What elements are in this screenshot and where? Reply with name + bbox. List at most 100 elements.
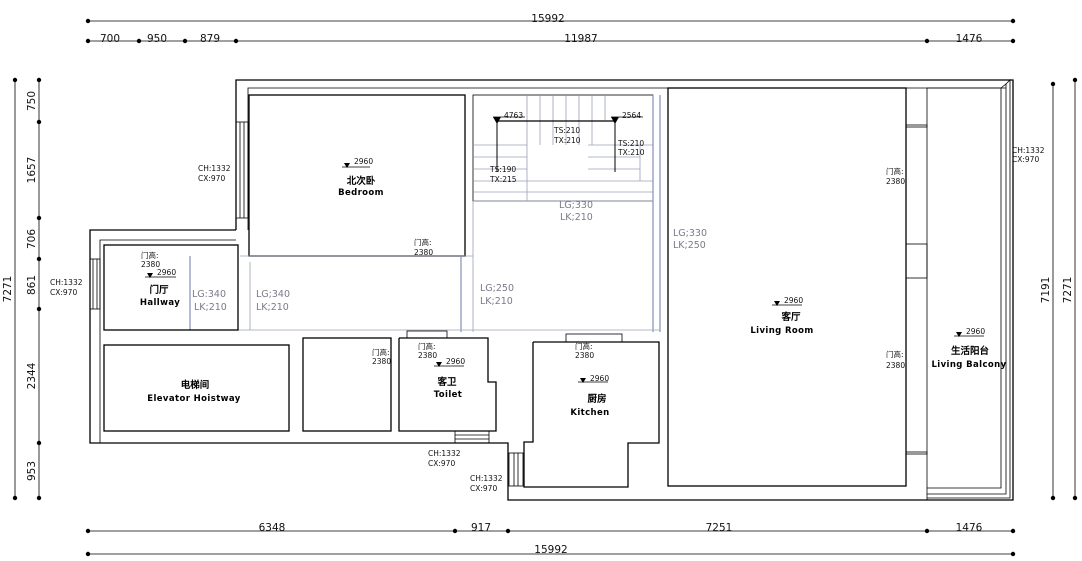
small-room-door-height: 2380	[372, 357, 391, 366]
right-inner-dim: 7191	[1040, 277, 1052, 304]
left-dim-6: 953	[26, 461, 38, 481]
balcony-room: CH:1332 CX:970 2960 生活阳台 Living Balcony	[927, 79, 1045, 499]
bottom-dim-4: 1476	[956, 522, 983, 534]
bottom-total-dim: 15992	[534, 544, 567, 556]
right-dimensions: 7191 7271	[1040, 77, 1078, 501]
elevator-label-en: Elevator Hoistway	[147, 394, 241, 404]
hallway-room: CH:1332 CX:970 门高: 2380 2960 门厅 Hallway	[50, 244, 239, 331]
hallway-door-label: 门高:	[141, 250, 159, 260]
beam-corridor-lg: LG;250	[480, 283, 514, 294]
bedroom-elevation: 2960	[354, 157, 373, 166]
bedroom-door-label: 门高:	[414, 237, 432, 247]
beam-corridor-lk: LK;210	[480, 296, 513, 307]
outer-walls	[89, 79, 1014, 501]
left-total-dim: 7271	[2, 276, 14, 303]
kitchen-window	[508, 452, 524, 487]
staircase: 4763 2564 TS:210 TX:210 TS:210 TX:210 TS…	[472, 94, 654, 202]
stair-tx-3: TX:215	[489, 175, 517, 184]
elevator-label-cn: 电梯间	[181, 379, 210, 391]
toilet-door-height: 2380	[418, 351, 437, 360]
bedroom-label-cn: 北次卧	[347, 175, 376, 187]
toilet-label-cn: 客卫	[436, 376, 457, 388]
stair-tx-1: TX:210	[553, 136, 581, 145]
beam-hall-mid-lk: LK;210	[256, 302, 289, 313]
toilet-label-en: Toilet	[434, 390, 463, 400]
hallway-elevation: 2960	[157, 268, 176, 277]
toilet-elevation: 2960	[446, 357, 465, 366]
beam-stair-lk: LK;210	[560, 212, 593, 223]
kitchen-label-cn: 厨房	[587, 393, 606, 405]
toilet-window-ch: CH:1332	[428, 449, 461, 458]
living-door-bottom-height: 2380	[886, 361, 905, 370]
toilet-window-cx: CX:970	[428, 459, 455, 468]
kitchen-room: CH:1332 CX:970 门高: 2380 2960 厨房 Kitchen	[470, 333, 660, 493]
bottom-dim-2: 917	[471, 522, 491, 534]
bottom-dimensions: 6348 917 7251 1476 15992	[85, 522, 1016, 557]
bottom-dim-1: 6348	[259, 522, 286, 534]
bedroom-room: CH:1332 CX:970 2960 北次卧 Bedroom 门高: 2380	[198, 94, 466, 257]
stair-ts-2: TS:210	[617, 139, 644, 148]
kitchen-door-height: 2380	[575, 351, 594, 360]
stair-ts-3: TS:190	[489, 165, 516, 174]
toilet-window	[454, 430, 490, 444]
hallway-window-cx: CX:970	[50, 288, 77, 297]
living-label-cn: 客厅	[780, 311, 801, 323]
hallway-label-en: Hallway	[140, 298, 180, 308]
hallway-door-height: 2380	[141, 260, 160, 269]
top-dim-4: 11987	[564, 33, 597, 45]
small-room: 门高: 2380	[302, 337, 392, 432]
living-room: 门高: 2380 门高: 2380 2960 客厅 Living Room	[667, 87, 928, 500]
left-dim-1: 750	[26, 91, 38, 111]
top-total-dim: 15992	[531, 13, 564, 25]
top-dim-5: 1476	[956, 33, 983, 45]
bedroom-label-en: Bedroom	[338, 188, 384, 198]
top-dimensions: 15992 700 950 879 11987 1476	[85, 13, 1016, 45]
kitchen-door-label: 门高:	[575, 341, 593, 351]
stair-elevation-left: 4763	[504, 111, 523, 120]
toilet-door-label: 门高:	[418, 341, 436, 351]
small-room-door-label: 门高:	[372, 347, 390, 357]
kitchen-elevation: 2960	[590, 374, 609, 383]
balcony-window-ch: CH:1332	[1012, 146, 1045, 155]
living-door-top-label: 门高:	[886, 166, 904, 176]
left-dim-2: 1657	[26, 157, 38, 184]
beam-hall-left-lg: LG:340	[192, 289, 226, 300]
stair-ts-1: TS:210	[553, 126, 580, 135]
top-dim-1: 700	[100, 33, 120, 45]
kitchen-window-ch: CH:1332	[470, 474, 503, 483]
hallway-window	[89, 258, 101, 310]
left-dim-3: 706	[26, 229, 38, 249]
stair-tx-2: TX:210	[617, 148, 645, 157]
kitchen-level-icon	[578, 378, 608, 383]
kitchen-label-en: Kitchen	[570, 408, 609, 418]
balcony-window-cx: CX:970	[1012, 155, 1039, 164]
living-door-top-height: 2380	[886, 177, 905, 186]
left-dimensions: 7271 750 1657 706 861 2344 953	[2, 77, 42, 501]
bedroom-level-icon	[342, 163, 370, 168]
beam-living-lk: LK;250	[673, 240, 706, 251]
right-outer-dim: 7271	[1062, 277, 1074, 304]
beam-living-lg: LG;330	[673, 228, 707, 239]
beam-hall-mid-lg: LG;340	[256, 289, 290, 300]
stair-elevation-right: 2564	[622, 111, 641, 120]
left-dim-4: 861	[26, 275, 38, 295]
bedroom-door-height: 2380	[414, 248, 433, 257]
living-elevation: 2960	[784, 296, 803, 305]
hallway-window-ch: CH:1332	[50, 278, 83, 287]
living-level-icon	[772, 301, 802, 306]
living-door-bottom-label: 门高:	[886, 349, 904, 359]
balcony-label-en: Living Balcony	[931, 360, 1006, 370]
bedroom-window-cx: CX:970	[198, 174, 225, 183]
kitchen-window-cx: CX:970	[470, 484, 497, 493]
hallway-level-icon	[145, 273, 176, 278]
toilet-room: CH:1332 CX:970 门高: 2380 2960 客卫 Toilet	[398, 330, 497, 468]
balcony-level-icon	[954, 332, 984, 337]
elevator-room: 电梯间 Elevator Hoistway	[103, 344, 290, 432]
bedroom-window	[235, 121, 249, 219]
left-dim-5: 2344	[26, 362, 38, 389]
living-label-en: Living Room	[750, 326, 813, 336]
bedroom-window-ch: CH:1332	[198, 164, 231, 173]
toilet-level-icon	[434, 362, 464, 367]
bottom-dim-3: 7251	[706, 522, 733, 534]
